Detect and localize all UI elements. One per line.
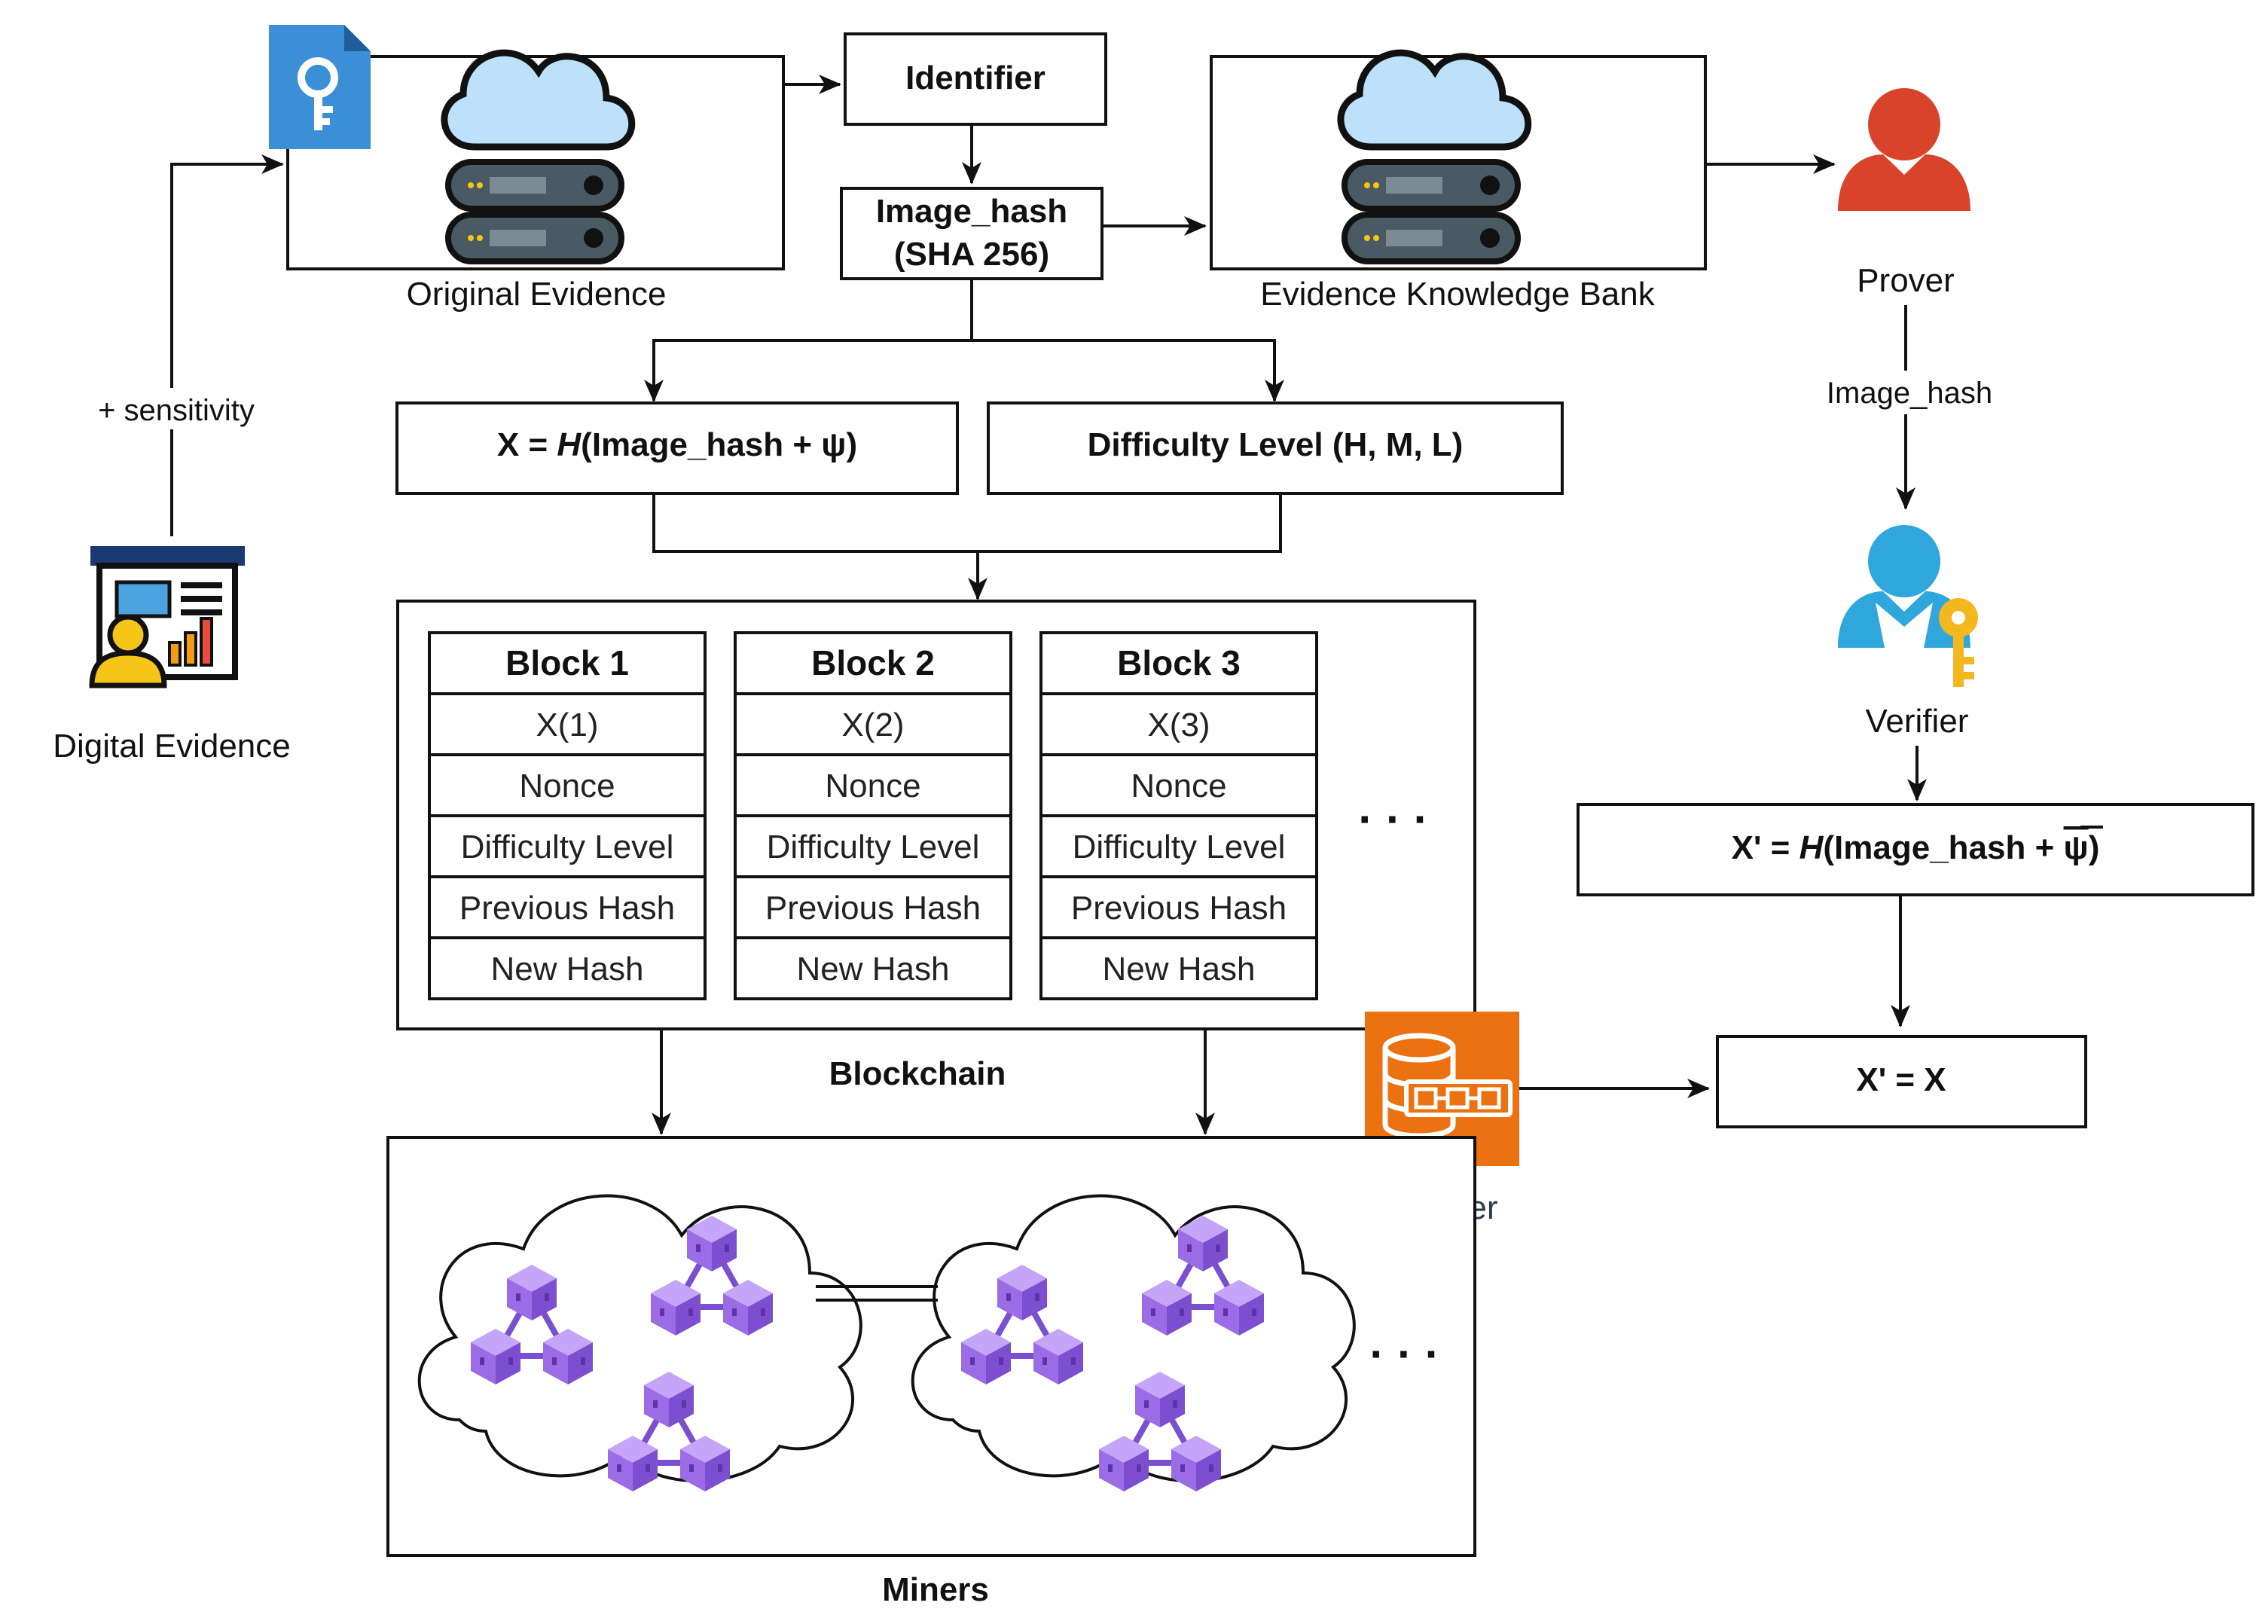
x-prime-equals-box (1716, 1035, 2087, 1128)
block-row-cell (1039, 936, 1318, 1000)
block-field: Previous Hash (765, 890, 981, 926)
block-row-cell (1039, 692, 1318, 756)
block-row-cell (428, 692, 707, 756)
image-hash-box (840, 187, 1103, 280)
block-header-cell (428, 631, 707, 695)
block-field: X(3) (1147, 707, 1210, 743)
block-row-cell (428, 875, 707, 939)
block-field: X(1) (536, 707, 598, 743)
verifier-person-icon (1838, 525, 1978, 687)
key-document-icon (269, 25, 371, 149)
x-formula-label: X = H(Image_hash + ψ) (497, 426, 857, 463)
block-row-cell (428, 936, 707, 1000)
block-row-cell (734, 692, 1012, 756)
block-field: Difficulty Level (767, 829, 980, 865)
block-title: Block 1 (505, 643, 629, 682)
block-field: Nonce (825, 768, 920, 804)
block-row-cell (734, 753, 1012, 817)
block-field: Difficulty Level (461, 829, 674, 865)
blockchain-ellipsis: · · · (1358, 794, 1428, 844)
x-prime-formula-box (1577, 803, 2254, 896)
block-field: Difficulty Level (1073, 829, 1286, 865)
block-row-cell (1039, 814, 1318, 878)
block-field: New Hash (1103, 951, 1256, 988)
original-evidence-label: Original Evidence (407, 276, 667, 313)
difficulty-label: Difficulty Level (H, M, L) (1088, 426, 1464, 463)
x-prime-equals-label: X' = X (1856, 1061, 1946, 1098)
evidence-bank-label: Evidence Knowledge Bank (1260, 276, 1655, 313)
block-title: Block 3 (1117, 643, 1241, 682)
blockchain-label: Blockchain (829, 1055, 1006, 1092)
block-row-cell (734, 814, 1012, 878)
identifier-box (844, 32, 1107, 126)
block-field: Previous Hash (459, 890, 675, 926)
block-field: X(2) (841, 707, 904, 743)
image-hash-label-line2: (SHA 256) (894, 236, 1049, 273)
verifier-label: Verifier (1866, 703, 1969, 740)
block-field: Nonce (1131, 768, 1226, 804)
block-row-cell (734, 875, 1012, 939)
image-hash-label-line1: Image_hash (876, 193, 1067, 230)
block-field: New Hash (797, 951, 950, 988)
ledger-icon (1365, 1012, 1519, 1166)
x-formula-box (395, 401, 959, 495)
x-prime-formula-label: X' = H(Image_hash + ψ) (1732, 829, 2100, 866)
sensitivity-label: + sensitivity (98, 394, 255, 427)
difficulty-box (987, 401, 1564, 495)
block-field: Previous Hash (1071, 890, 1287, 926)
prover-label: Prover (1857, 262, 1955, 299)
identifier-label: Identifier (905, 60, 1045, 96)
block-title: Block 2 (811, 643, 935, 682)
miners-label: Miners (882, 1571, 989, 1608)
block-row-cell (734, 936, 1012, 1000)
block-field: New Hash (491, 951, 644, 988)
digital-evidence-label: Digital Evidence (53, 728, 291, 765)
block-field: Nonce (519, 768, 615, 804)
image-hash-edge-label: Image_hash (1827, 377, 1992, 410)
digital-evidence-icon (89, 546, 245, 688)
miners-ellipsis: · · · (1369, 1329, 1439, 1379)
block-row-cell (1039, 875, 1318, 939)
prover-person-icon (1838, 88, 1970, 211)
